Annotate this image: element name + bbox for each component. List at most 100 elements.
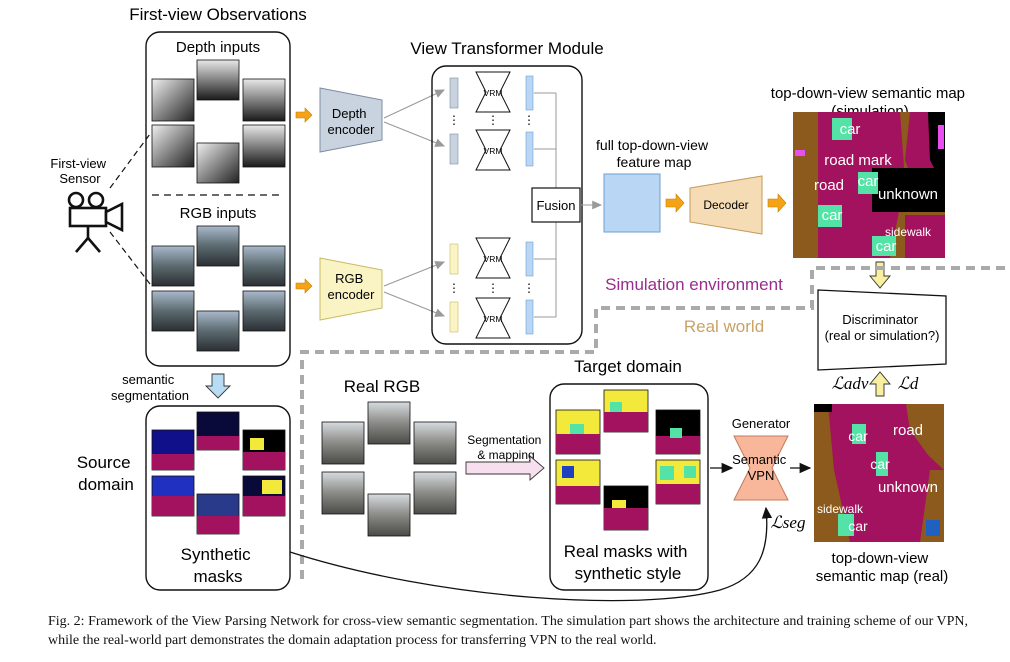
real-rgb-label: Real RGB	[344, 377, 421, 396]
orange-arrow	[665, 193, 685, 213]
depth-image	[196, 142, 240, 184]
vrm-label: VRM	[484, 254, 503, 264]
fusion-block	[531, 187, 581, 223]
map-label: car	[870, 456, 890, 472]
first-view-observations-title: First-view Observations	[129, 5, 307, 24]
map-label: sidewalk	[817, 502, 864, 516]
segmentation-mapping-label: Segmentation & mapping	[467, 433, 544, 462]
decoder-block	[689, 175, 763, 235]
ellipsis: ⋮	[487, 281, 499, 295]
rgb-encoder-block	[319, 257, 383, 321]
discriminator-label: Discriminator (real or simulation?)	[825, 312, 940, 343]
sensor-view-line	[109, 133, 151, 189]
map-label: road mark	[824, 152, 892, 169]
feature-strip	[525, 299, 534, 335]
full-feature-map-label: full top-down-view feature map	[596, 137, 712, 170]
mask-image	[196, 493, 240, 535]
vrm-block	[475, 71, 511, 113]
rgb-image	[196, 225, 240, 267]
real-world-label: Real world	[684, 317, 764, 336]
vrm-label: VRM	[484, 146, 503, 156]
sensor-view-line	[109, 231, 151, 285]
target-domain-label: Target domain	[574, 357, 682, 376]
sim-real-divider	[300, 266, 1005, 582]
sim-semantic-map	[793, 112, 945, 258]
orange-arrow	[767, 193, 787, 213]
real-rgb-image	[321, 421, 365, 465]
map-label: road	[814, 177, 844, 194]
depth-input-images	[151, 59, 286, 184]
feature-strip	[449, 77, 459, 109]
map-label: car	[822, 207, 843, 224]
rgb-image	[151, 245, 195, 287]
adversarial-loss: ℒadv	[832, 374, 869, 393]
mask-image	[555, 459, 601, 505]
mask-image	[603, 389, 649, 433]
map-label: unknown	[878, 479, 938, 496]
mask-image	[151, 429, 195, 471]
observations-panel	[145, 31, 291, 367]
map-label: sidewalk	[885, 225, 932, 239]
ellipsis: ⋮	[523, 113, 535, 127]
feature-strip	[525, 241, 534, 277]
light-blue-arrow-down	[204, 373, 232, 399]
map-label: car	[840, 121, 861, 138]
decoder-label: Decoder	[703, 198, 748, 212]
discriminator-loss: ℒd	[898, 374, 919, 393]
segmentation-loss: ℒseg	[771, 513, 806, 532]
full-feature-map	[603, 173, 661, 233]
mask-image	[655, 459, 701, 505]
real-rgb-image	[413, 421, 457, 465]
map-label: car	[848, 518, 868, 534]
rgb-inputs-label: RGB inputs	[180, 205, 257, 222]
source-domain-label: Source domain	[77, 453, 136, 494]
rgb-image	[196, 310, 240, 352]
framework-diagram: First-view Observations Depth inputs RGB…	[50, 5, 1005, 602]
real-masks-label: Real masks with synthetic style	[564, 542, 693, 583]
fusion-label: Fusion	[536, 198, 575, 213]
yellow-arrow-down	[869, 261, 891, 289]
map-label: unknown	[878, 186, 938, 203]
vrm-block	[475, 237, 511, 279]
real-rgb-image	[367, 493, 411, 537]
mask-image	[603, 485, 649, 531]
semantic-vpn-block	[733, 435, 789, 501]
vrm-block	[475, 297, 511, 339]
depth-encoder-block	[319, 87, 383, 153]
ellipsis: ⋮	[487, 113, 499, 127]
target-domain-panel	[549, 383, 709, 591]
vrm-label: VRM	[484, 314, 503, 324]
depth-image	[196, 59, 240, 101]
view-transformer-module-title: View Transformer Module	[410, 39, 603, 58]
rgb-image	[151, 290, 195, 332]
real-rgb-images	[321, 401, 457, 537]
mask-image	[555, 409, 601, 455]
encoder-to-vrm-arrows	[383, 89, 446, 317]
orange-arrow	[295, 107, 313, 123]
feature-strip	[449, 133, 459, 165]
feature-strip	[449, 301, 459, 333]
mask-image	[242, 429, 286, 471]
mask-image	[242, 475, 286, 517]
yellow-arrow-up	[869, 371, 891, 397]
map-label: road	[893, 422, 923, 439]
depth-encoder-label: Depth encoder	[328, 106, 376, 137]
mask-image	[151, 475, 195, 517]
mask-image	[196, 411, 240, 451]
real-rgb-image	[367, 401, 411, 445]
semantic-segmentation-label: semantic segmentation	[111, 372, 189, 403]
real-rgb-image	[321, 471, 365, 515]
map-label: car	[876, 238, 897, 255]
feature-strip	[449, 243, 459, 275]
ellipsis: ⋮	[448, 281, 460, 295]
synthetic-masks-label: Synthetic masks	[181, 545, 256, 586]
rgb-encoder-label: RGB encoder	[328, 271, 376, 302]
map-label: car	[858, 173, 879, 190]
real-mask-images	[555, 389, 701, 531]
orange-arrow	[295, 278, 313, 294]
source-domain-panel	[145, 405, 291, 591]
map-label: car	[848, 428, 868, 444]
rgb-image	[242, 290, 286, 332]
simulation-environment-label: Simulation environment	[605, 275, 783, 294]
real-map-labels: car road car unknown sidewalk car	[817, 422, 938, 534]
